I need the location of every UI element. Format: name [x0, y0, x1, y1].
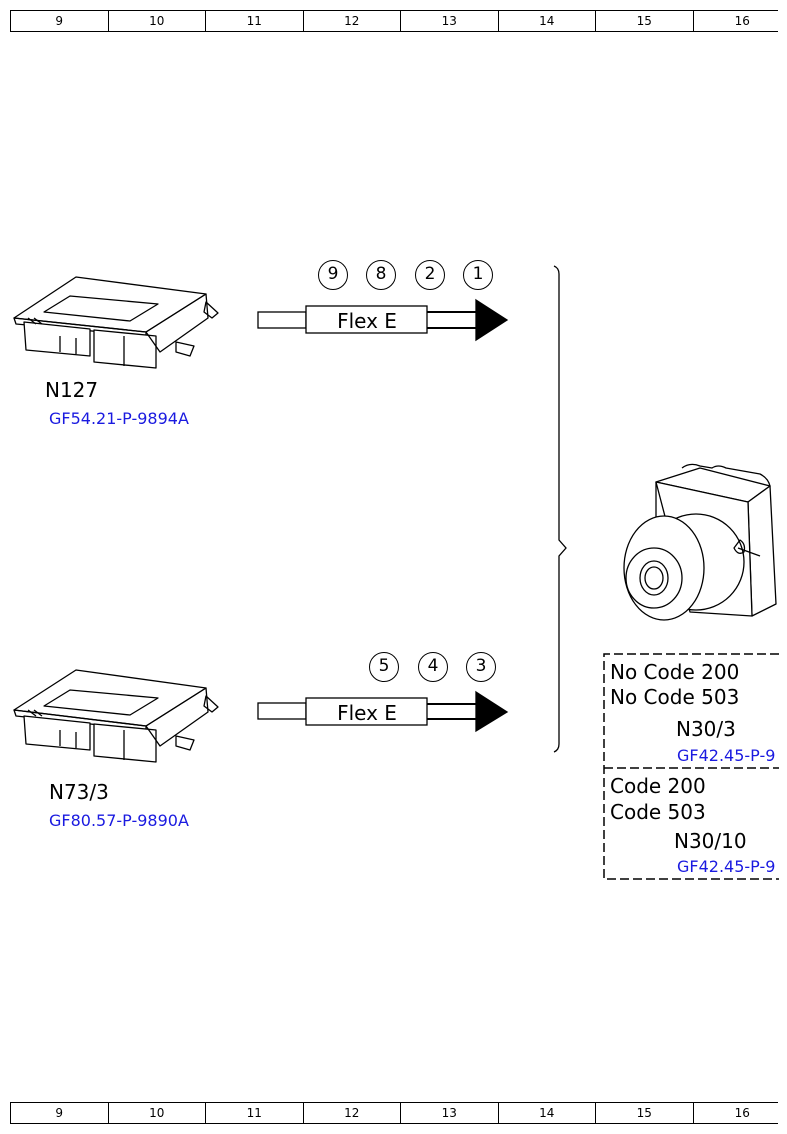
ruler-cell: 11: [206, 1103, 304, 1123]
pin-bubble: 9: [318, 260, 348, 290]
column-ruler-bottom: 9 10 11 12 13 14 15 16: [10, 1102, 778, 1124]
ruler-cell: 12: [304, 1103, 401, 1123]
control-unit-n73-3-icon: [13, 669, 219, 763]
ruler-cell: 11: [206, 11, 304, 31]
ruler-cell: 16: [734, 14, 750, 28]
reference-link-n73-3[interactable]: GF80.57-P-9890A: [49, 811, 189, 830]
ruler-cell: 15: [596, 11, 694, 31]
ruler-cell: 10: [109, 11, 206, 31]
arrow-right-icon: [475, 298, 509, 342]
variant-box-group: [603, 653, 779, 880]
ruler-cell: 9: [11, 1103, 109, 1123]
ruler-cell: 13: [401, 11, 499, 31]
brace-icon: [553, 265, 567, 753]
connection-2: [257, 690, 509, 733]
component-name-n30-3: N30/3: [676, 717, 736, 741]
pin-bubble: 2: [415, 260, 445, 290]
pin-bubble: 8: [366, 260, 396, 290]
pin-bubble: 4: [418, 652, 448, 682]
hydraulic-unit-icon: [623, 463, 777, 621]
bus-label: Flex E: [337, 309, 397, 333]
control-unit-n127-icon: [13, 276, 219, 369]
column-ruler-top: 9 10 11 12 13 14 15 16: [10, 10, 778, 32]
pin-bubble: 3: [466, 652, 496, 682]
pin-bubble: 5: [369, 652, 399, 682]
reference-link-n30-10[interactable]: GF42.45-P-9: [677, 857, 776, 876]
bus-label: Flex E: [337, 701, 397, 725]
reference-link-n30-3[interactable]: GF42.45-P-9: [677, 746, 776, 765]
arrow-right-icon: [475, 690, 509, 733]
ruler-cell: 14: [499, 1103, 596, 1123]
module-name-n127: N127: [45, 378, 99, 402]
ruler-cell: 14: [499, 11, 596, 31]
connection-1: [257, 298, 509, 342]
variant-box-outline: [603, 653, 779, 880]
pin-bubble: 1: [463, 260, 493, 290]
ruler-cell: 12: [304, 11, 401, 31]
module-name-n73-3: N73/3: [49, 780, 109, 804]
variant-condition: Code 503: [610, 800, 706, 824]
variant-condition: No Code 503: [610, 685, 740, 709]
variant-condition: No Code 200: [610, 660, 740, 684]
ruler-cell: 10: [109, 1103, 206, 1123]
component-name-n30-10: N30/10: [674, 829, 747, 853]
ruler-cell: 16: [734, 1106, 750, 1120]
variant-condition: Code 200: [610, 774, 706, 798]
ruler-cell: 13: [401, 1103, 499, 1123]
ruler-cell: 15: [596, 1103, 694, 1123]
reference-link-n127[interactable]: GF54.21-P-9894A: [49, 409, 189, 428]
ruler-cell: 9: [11, 11, 109, 31]
